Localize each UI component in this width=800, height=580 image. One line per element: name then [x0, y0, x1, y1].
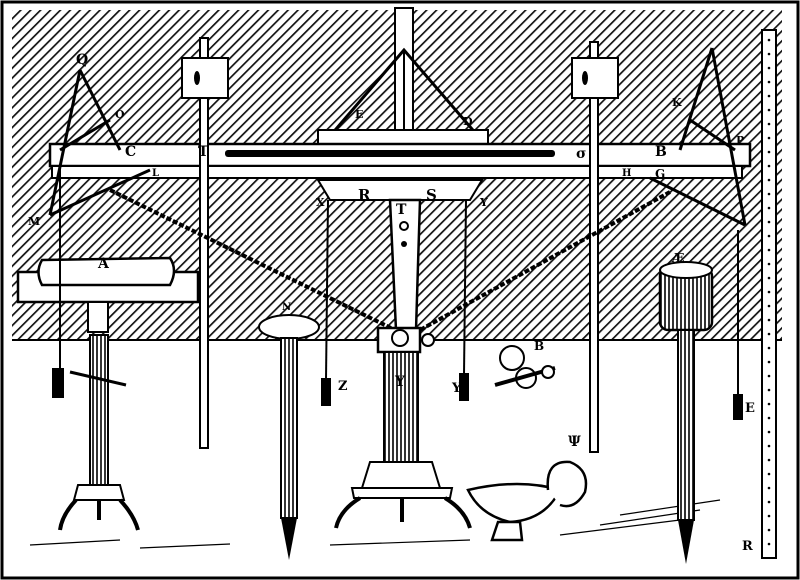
disc-stand-top	[258, 314, 320, 340]
label-Y-weight: Y	[451, 381, 462, 396]
right-chain	[419, 190, 671, 332]
label-sigma: σ	[576, 146, 586, 162]
rod-tick	[767, 388, 771, 392]
rod-tick	[767, 66, 771, 70]
label-P: P	[736, 134, 744, 147]
drum-a	[37, 256, 176, 287]
rod-tick	[767, 486, 771, 490]
label-B-gear: B	[534, 339, 544, 353]
label-R-rod: R	[742, 539, 753, 554]
label-B: B	[655, 144, 667, 160]
rod-tick	[767, 150, 771, 154]
label-S: S	[426, 186, 437, 204]
rod-tick	[767, 234, 771, 238]
measuring-rod-ticks	[767, 38, 771, 546]
rod-tick	[767, 528, 771, 532]
label-Upsilon: Υ	[394, 374, 406, 390]
rod-tick	[767, 94, 771, 98]
label-A: A	[97, 256, 110, 272]
left-rod	[199, 37, 209, 449]
rod-tick	[767, 402, 771, 406]
right-rod	[589, 41, 599, 453]
label-K: K	[672, 96, 682, 109]
left-arm	[48, 69, 151, 217]
label-X: X	[316, 196, 325, 209]
rod-tick	[767, 444, 771, 448]
label-H: H	[622, 168, 631, 179]
rod-tick	[767, 304, 771, 308]
measuring-rod	[761, 29, 777, 559]
gear-mechanism	[494, 345, 556, 389]
rod-tick	[767, 416, 771, 420]
label-E-top: E	[355, 108, 363, 121]
rod-tick	[767, 122, 771, 126]
rod-tick	[767, 220, 771, 224]
rod-tick	[767, 472, 771, 476]
label-D: D	[463, 115, 473, 128]
rod-tick	[767, 164, 771, 168]
rod-tick	[767, 346, 771, 350]
label-L: L	[152, 168, 159, 179]
label-T-pillar: T	[396, 202, 407, 218]
rod-tick	[767, 262, 771, 266]
label-E-weight: E	[745, 401, 755, 416]
label-T: T	[198, 144, 209, 160]
label-AE: Æ	[671, 251, 684, 265]
rod-tick	[767, 206, 771, 210]
label-C: C	[125, 144, 136, 160]
rod-tick	[767, 360, 771, 364]
rod-tick	[767, 108, 771, 112]
rod-tick	[767, 136, 771, 140]
rod-tick	[767, 374, 771, 378]
center-pillar	[388, 198, 422, 332]
label-Z: Z	[338, 379, 348, 394]
rod-tick	[767, 430, 771, 434]
label-G: G	[655, 167, 665, 181]
label-Y-center: Y	[479, 196, 488, 209]
label-N: N	[282, 302, 291, 313]
label-M: M	[28, 215, 40, 228]
label-Q: Q	[76, 52, 88, 68]
right-arm	[649, 47, 747, 227]
label-R-center: R	[358, 186, 371, 204]
right-column	[677, 329, 695, 521]
rod-tick	[767, 178, 771, 182]
rod-tick	[767, 276, 771, 280]
rod-tick	[767, 248, 771, 252]
center-column	[383, 351, 419, 463]
rod-tick	[767, 52, 771, 56]
disc-stand-rod	[280, 337, 298, 519]
rod-tick	[767, 290, 771, 294]
rod-tick	[767, 458, 771, 462]
rod-tick	[767, 38, 771, 42]
rod-tick	[767, 542, 771, 546]
left-chain	[109, 188, 396, 332]
center-hanger	[316, 179, 484, 201]
rod-tick	[767, 318, 771, 322]
left-column	[89, 334, 109, 486]
label-O: O	[115, 108, 125, 121]
rod-tick	[767, 192, 771, 196]
label-Psi: Ψ	[568, 434, 581, 450]
rod-tick	[767, 332, 771, 336]
rod-tick	[767, 514, 771, 518]
rod-tick	[767, 500, 771, 504]
oil-lamp	[466, 460, 588, 542]
rod-tick	[767, 80, 771, 84]
